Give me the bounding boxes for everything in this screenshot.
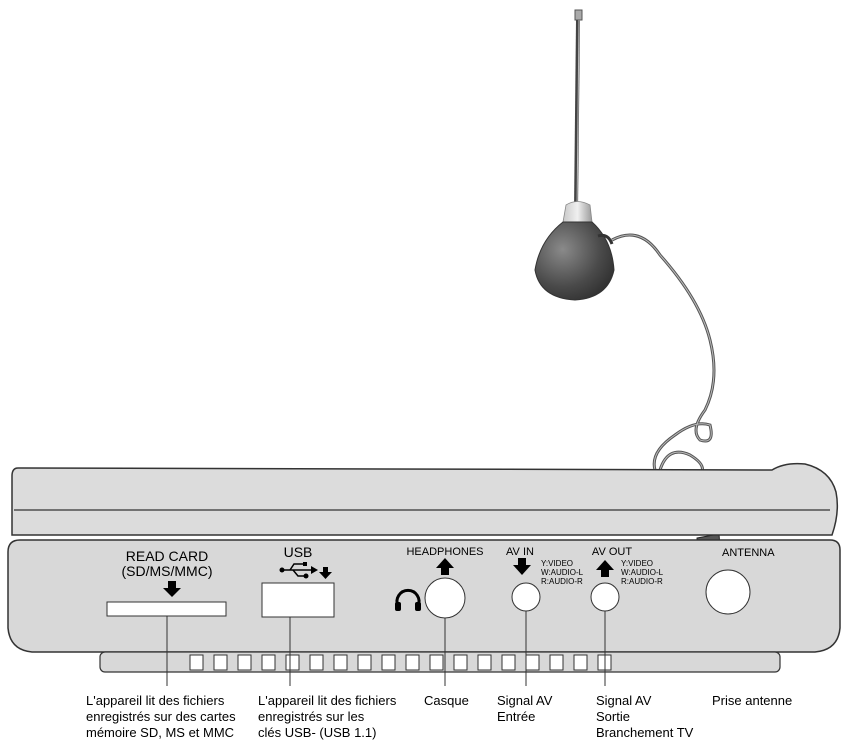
vent-slot [501, 654, 516, 671]
av-in-label: AV IN [506, 546, 534, 558]
caption-av-out: Signal AV Sortie Branchement TV [596, 693, 694, 740]
down-arrow-icon [163, 581, 181, 597]
caption-antenna: Prise antenne [712, 693, 793, 708]
vent-slot [573, 654, 588, 671]
vent-slots [189, 654, 612, 671]
av-out-pin-audio-l: W:AUDIO-L [621, 568, 664, 577]
caption-av-in: Signal AV Entrée [497, 693, 553, 724]
vent-slot [405, 654, 420, 671]
card-slot[interactable] [106, 601, 227, 617]
antenna-socket-group: ANTENNA [705, 547, 775, 615]
av-out-label: AV OUT [592, 546, 632, 558]
av-in-jack[interactable] [511, 582, 541, 612]
vent-slot [453, 654, 468, 671]
vent-slot [237, 654, 252, 671]
vent-slot [309, 654, 324, 671]
vent-slot [525, 654, 540, 671]
usb-label: USB [284, 544, 313, 560]
av-out-pin-video: Y:VIDEO [621, 559, 653, 568]
device-lid [11, 462, 839, 536]
av-in-pin-video: Y:VIDEO [541, 559, 573, 568]
vent-slot [357, 654, 372, 671]
device-front-panel [7, 539, 841, 653]
card-reader: READ CARD (SD/MS/MMC) [106, 548, 227, 617]
av-in-group: AV IN Y:VIDEO W:AUDIO-L R:AUDIO-R [506, 546, 584, 612]
leader-lines [166, 611, 606, 686]
caption-headphones: Casque [424, 693, 469, 708]
av-out-jack[interactable] [590, 582, 620, 612]
up-arrow-icon [436, 558, 454, 575]
vent-slot [381, 654, 396, 671]
vent-slot [189, 654, 204, 671]
av-in-pin-audio-r: R:AUDIO-R [541, 577, 583, 586]
caption-usb: L'appareil lit des fichiers enregistrés … [258, 693, 397, 740]
down-arrow-icon [319, 567, 332, 579]
av-out-pin-audio-r: R:AUDIO-R [621, 577, 663, 586]
vent-slot [261, 654, 276, 671]
antenna-label: ANTENNA [722, 547, 775, 559]
usb-icon [279, 562, 318, 579]
vent-slot [333, 654, 348, 671]
down-arrow-icon [513, 558, 531, 575]
card-reader-formats: (SD/MS/MMC) [122, 563, 213, 579]
headphone-jack-group: HEADPHONES [395, 546, 484, 619]
headphone-jack[interactable] [424, 577, 466, 619]
device-base [99, 651, 781, 673]
usb-port-group: USB [261, 544, 335, 618]
vent-slot [429, 654, 444, 671]
headphones-label: HEADPHONES [406, 546, 483, 558]
vent-slot [285, 654, 300, 671]
caption-card-reader: L'appareil lit des fichiers enregistrés … [86, 693, 236, 740]
card-reader-label: READ CARD [126, 548, 208, 564]
usb-port[interactable] [261, 582, 335, 618]
up-arrow-icon [596, 560, 614, 577]
vent-slot [477, 654, 492, 671]
antenna-socket[interactable] [705, 569, 751, 615]
headphone-icon [395, 588, 421, 611]
av-in-pin-audio-l: W:AUDIO-L [541, 568, 584, 577]
vent-slot [549, 654, 564, 671]
vent-slot [213, 654, 228, 671]
